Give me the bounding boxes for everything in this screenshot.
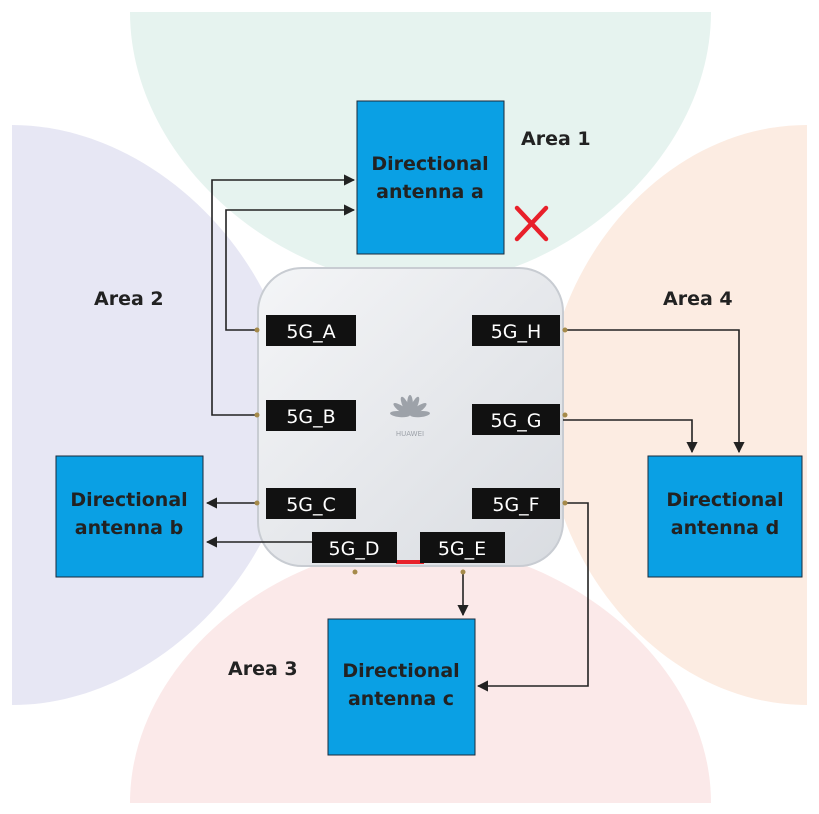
antenna-a-line1: Directional bbox=[371, 153, 488, 175]
status-indicator bbox=[396, 560, 424, 564]
area-2-label: Area 2 bbox=[94, 288, 164, 310]
connector-h-to-d bbox=[563, 329, 745, 454]
directional-antenna-a[interactable]: Directional antenna a bbox=[356, 100, 505, 255]
port-5g-h-label: 5G_H bbox=[491, 321, 542, 343]
port-5g-c[interactable]: 5G_C bbox=[266, 488, 356, 519]
antenna-c-line1: Directional bbox=[342, 660, 459, 682]
huawei-wordmark: HUAWEI bbox=[396, 430, 424, 438]
directional-antenna-d[interactable]: Directional antenna d bbox=[647, 455, 803, 578]
port-5g-d[interactable]: 5G_D bbox=[312, 532, 397, 563]
huawei-logo-icon bbox=[390, 395, 430, 418]
port-5g-f-label: 5G_F bbox=[492, 494, 539, 516]
port-5g-b-label: 5G_B bbox=[286, 406, 335, 428]
connector-a-to-a bbox=[225, 204, 356, 331]
port-5g-e-label: 5G_E bbox=[438, 538, 486, 560]
port-5g-g-label: 5G_G bbox=[490, 410, 541, 432]
port-5g-a[interactable]: 5G_A bbox=[266, 315, 356, 346]
port-5g-g[interactable]: 5G_G bbox=[472, 404, 560, 435]
directional-antenna-b[interactable]: Directional antenna b bbox=[55, 455, 204, 578]
connector-lines bbox=[205, 174, 745, 692]
antenna-b-line1: Directional bbox=[70, 489, 187, 511]
connector-g-to-d bbox=[563, 419, 698, 454]
connector-b-to-a bbox=[211, 174, 356, 416]
antenna-c-line2: antenna c bbox=[348, 688, 454, 710]
area-4-label: Area 4 bbox=[663, 288, 733, 310]
antenna-d-line2: antenna d bbox=[671, 517, 779, 539]
port-connector-dots bbox=[254, 327, 568, 575]
area-3-label: Area 3 bbox=[228, 658, 298, 680]
port-5g-h[interactable]: 5G_H bbox=[472, 315, 560, 346]
port-5g-d-label: 5G_D bbox=[329, 538, 380, 560]
failure-x-icon bbox=[514, 205, 549, 242]
antenna-d-line1: Directional bbox=[666, 489, 783, 511]
connector-f-to-c bbox=[476, 502, 589, 692]
antenna-a-line2: antenna a bbox=[376, 181, 484, 203]
port-5g-e[interactable]: 5G_E bbox=[420, 532, 505, 563]
antenna-b-line2: antenna b bbox=[75, 517, 183, 539]
directional-antenna-c[interactable]: Directional antenna c bbox=[327, 618, 476, 756]
port-5g-f[interactable]: 5G_F bbox=[472, 488, 560, 519]
port-5g-c-label: 5G_C bbox=[286, 494, 336, 516]
port-5g-a-label: 5G_A bbox=[286, 321, 335, 343]
port-5g-b[interactable]: 5G_B bbox=[266, 400, 356, 431]
area-1-label: Area 1 bbox=[521, 128, 591, 150]
